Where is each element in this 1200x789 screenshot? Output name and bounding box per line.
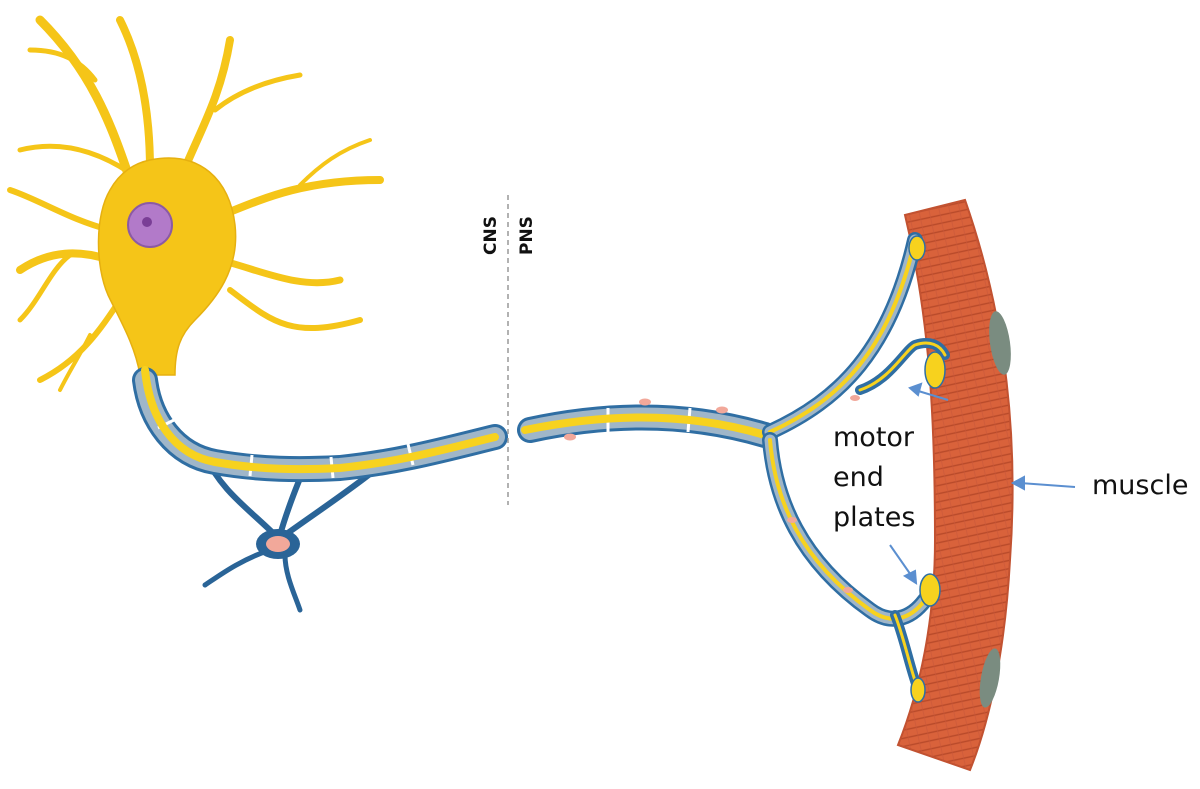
upper-sub-branch-axon <box>858 341 947 392</box>
arrows <box>889 382 1076 585</box>
neuron-nucleolus <box>142 217 152 227</box>
pns-label: PNS <box>517 216 537 255</box>
muscle-nucleus-2 <box>979 648 1001 708</box>
neuron-soma <box>97 157 237 376</box>
cns-axon <box>141 366 499 474</box>
upper-branch-myelin <box>762 232 923 440</box>
oligodendrocyte-nucleus <box>266 536 290 552</box>
schwann-nucleus <box>850 395 860 401</box>
schwann-nuclei-pns <box>564 398 728 441</box>
label-line-motor: motor <box>833 422 915 453</box>
muscle-nucleus-1 <box>989 311 1011 375</box>
label-line-plates: plates <box>833 502 915 533</box>
upper-branch-fill <box>764 234 921 438</box>
motor-end-plate-terminals <box>908 235 946 703</box>
schwann-nucleus <box>843 587 853 593</box>
motor-end-plates-label: motor end plates <box>833 422 923 533</box>
muscle-label: muscle <box>1092 470 1188 501</box>
schwann-nucleus <box>787 517 797 523</box>
pns-axon <box>521 413 769 439</box>
upper-branch-axon <box>768 238 917 434</box>
label-line-end: end <box>833 462 884 493</box>
cns-label: CNS <box>481 216 501 255</box>
